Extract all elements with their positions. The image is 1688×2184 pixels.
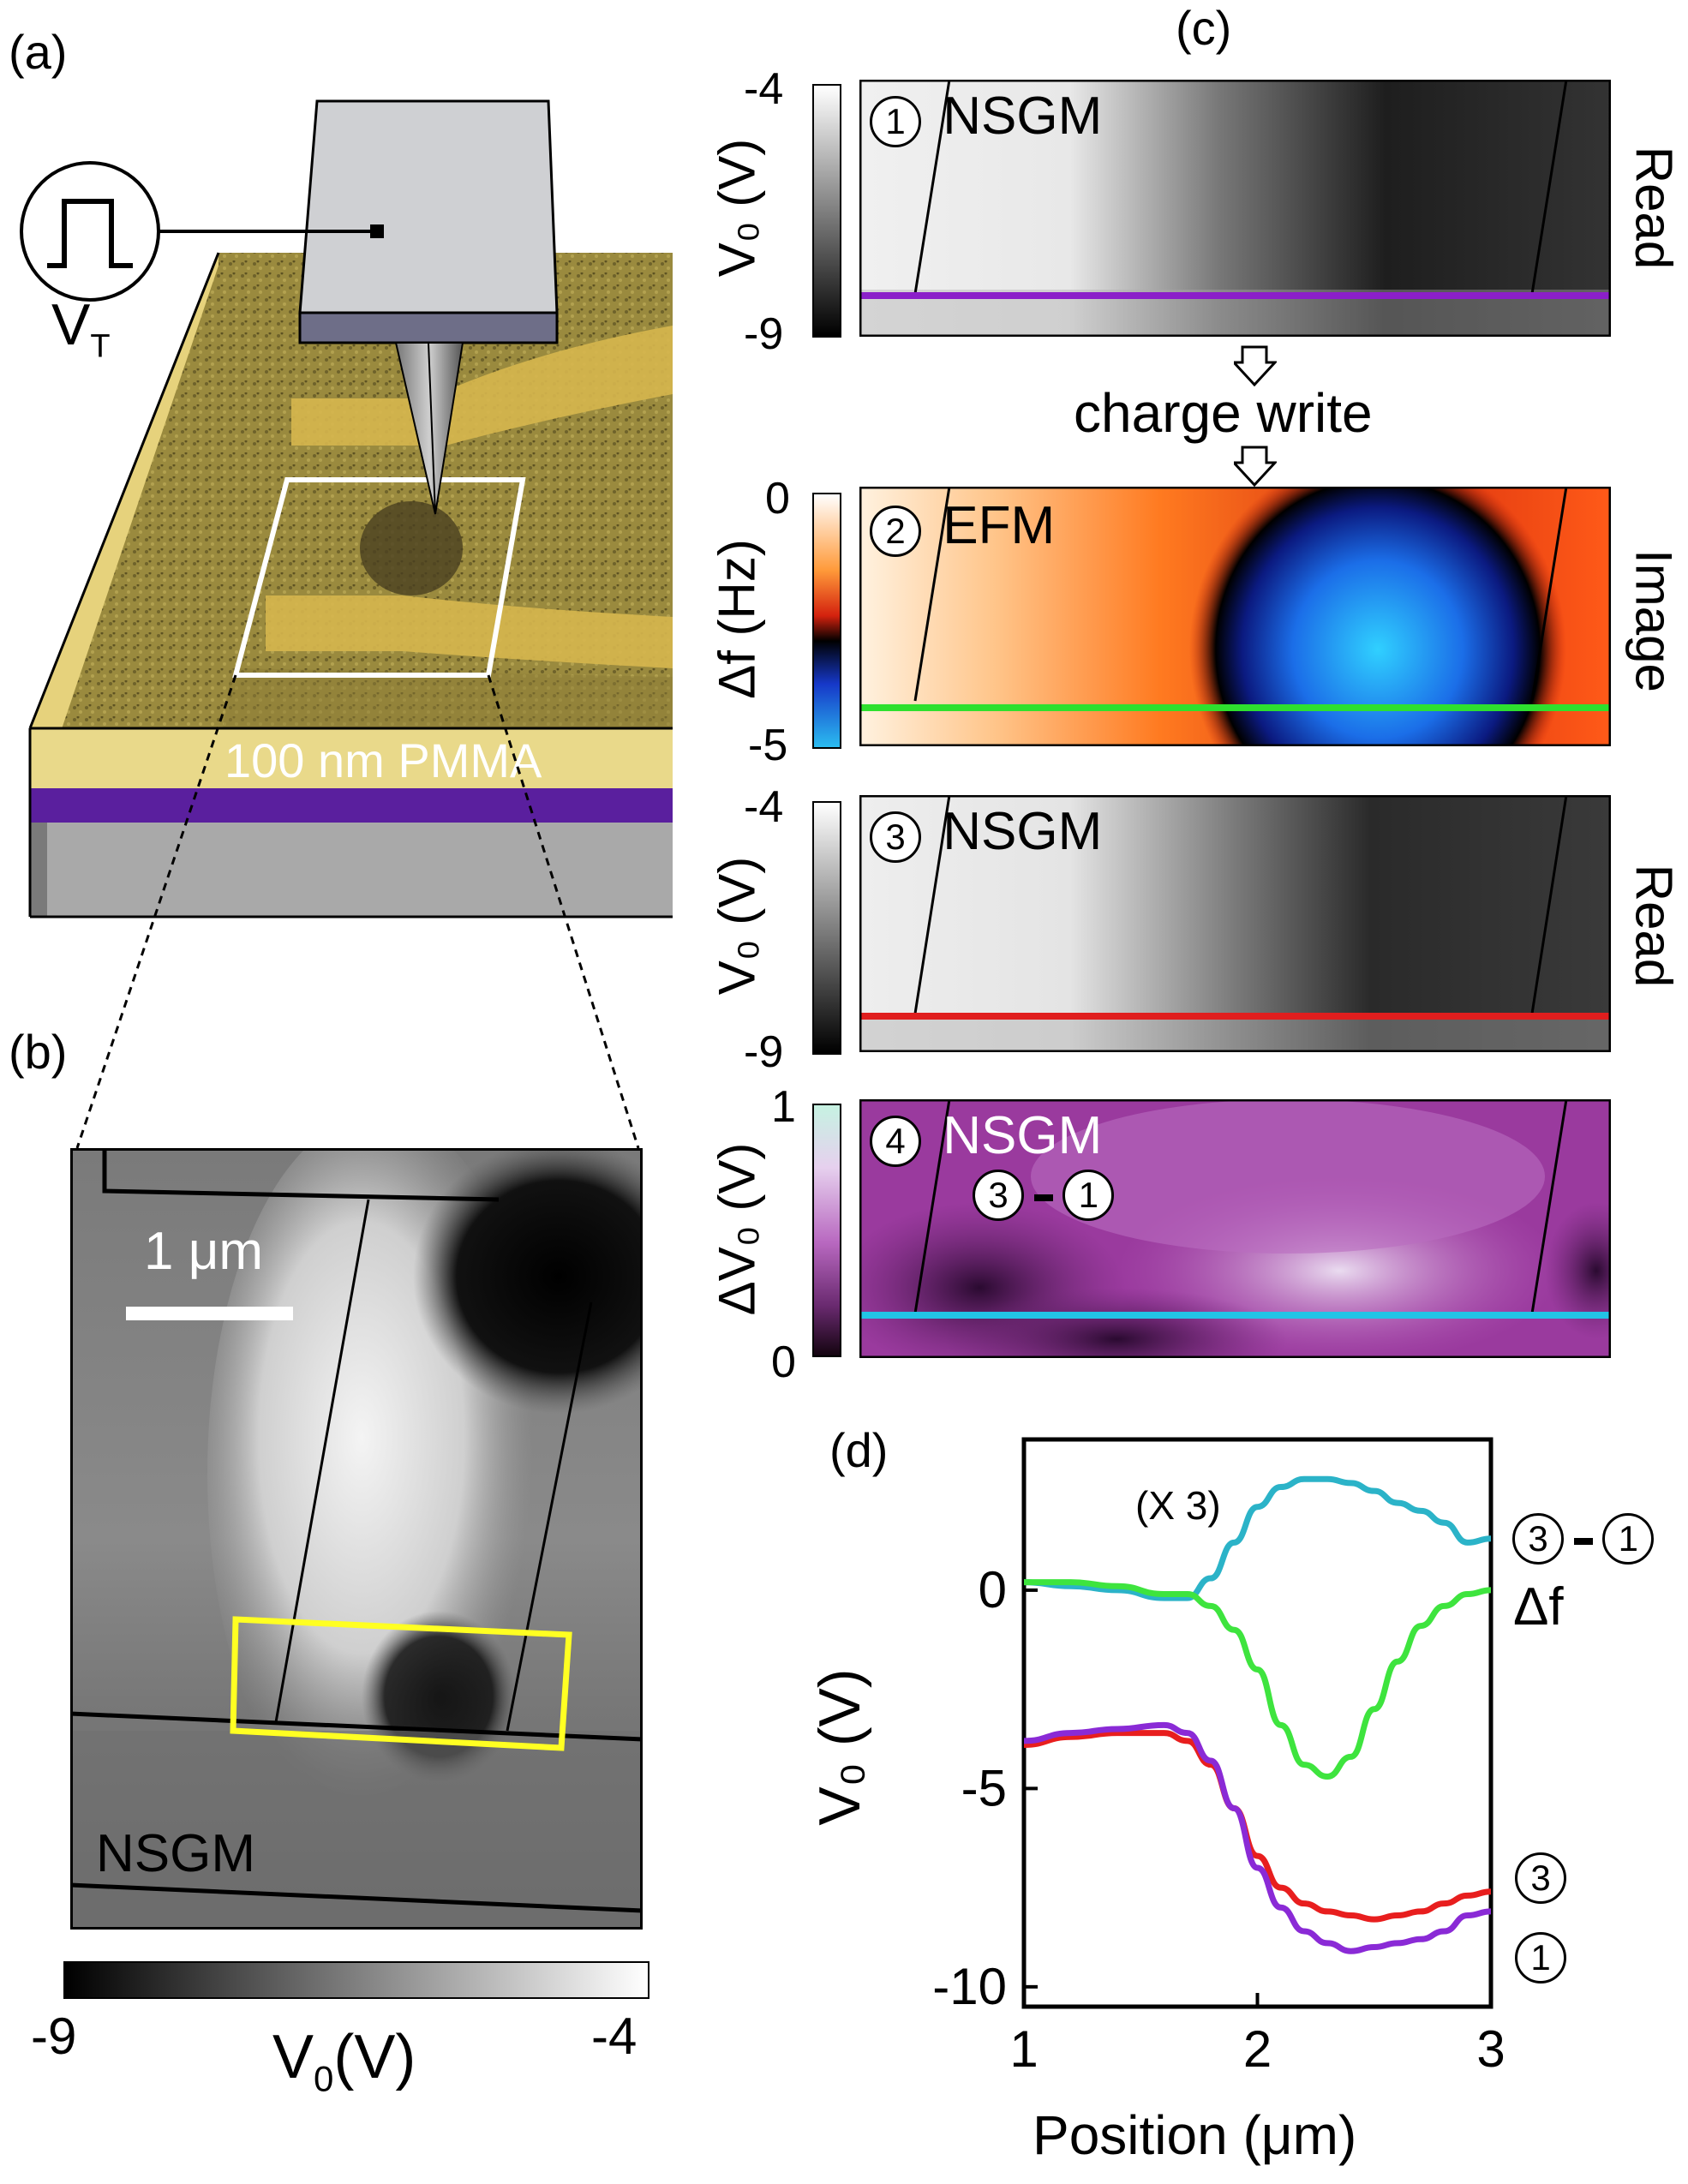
down-arrow-icon (1234, 345, 1277, 386)
colorbar-c2-top: 0 (765, 474, 790, 524)
y-tick-label: -10 (932, 1958, 1007, 2015)
nsgm-image-b (70, 1148, 643, 1930)
colorbar-c3 (812, 801, 841, 1055)
down-arrow-icon (1234, 446, 1277, 487)
series-label-1: 1 (1515, 1932, 1566, 1984)
chart-ylabel: V₀ (V) (807, 1668, 872, 1826)
chart-annotation: (X 3) (1135, 1483, 1221, 1528)
zoom-lines (75, 674, 640, 1149)
panel-label-a: (a) (9, 25, 68, 79)
colorbar-c1-top: -4 (744, 64, 784, 114)
charge-write-label: charge write (1074, 382, 1373, 444)
efm-image-c2 (859, 487, 1611, 746)
colorbar-c2 (812, 493, 841, 749)
colorbar-c4 (812, 1104, 841, 1357)
colorbar-b-label: V0(V) (272, 2023, 416, 2099)
colorbar-c4-bottom: 0 (771, 1337, 796, 1387)
colorbar-c2-bottom: -5 (748, 721, 788, 770)
series-label-diff: 3 1 (1512, 1513, 1655, 1565)
panel-label-c: (c) (1176, 1, 1232, 55)
c4-title: 4 NSGM (870, 1105, 1102, 1167)
nsgm-image-c1 (859, 80, 1611, 337)
c2-title: 2 EFM (870, 495, 1055, 557)
colorbar-c3-bottom: -9 (744, 1027, 784, 1077)
chart-xlabel: Position (μm) (1033, 2104, 1357, 2166)
scale-bar-label: 1 μm (144, 1222, 264, 1281)
series-label-3: 3 (1515, 1852, 1566, 1904)
nsgm-label-b: NSGM (96, 1824, 255, 1883)
plot-frame (1021, 1437, 1493, 2009)
c3-title: 3 NSGM (870, 801, 1102, 863)
panel-label-b: (b) (9, 1025, 68, 1079)
pmma-layer-label: 100 nm PMMA (224, 733, 542, 787)
colorbar-c4-top: 1 (771, 1082, 796, 1132)
colorbar-b-max: -4 (591, 2007, 637, 2065)
c1-title: 1 NSGM (870, 86, 1102, 147)
c4-difference-label: 3 1 (973, 1170, 1115, 1221)
colorbar-b (63, 1961, 649, 1999)
colorbar-c1-bottom: -9 (744, 309, 784, 359)
x-tick-label: 1 (1009, 2020, 1038, 2078)
pulse-voltage-label: VT (51, 292, 111, 365)
colorbar-c1 (812, 84, 841, 338)
series-line-2 (1023, 1730, 1492, 1923)
series-line-1 (1024, 1579, 1492, 1780)
nsgm-diff-image-c4 (859, 1099, 1611, 1358)
nsgm-image-c3 (859, 795, 1611, 1052)
series-label-df: Δf (1513, 1577, 1564, 1637)
series-line-0 (1023, 1475, 1492, 1601)
y-tick-label: -5 (961, 1759, 1007, 1816)
series-line-3 (1023, 1721, 1492, 1954)
panel-label-d: (d) (829, 1423, 889, 1477)
x-tick-label: 2 (1243, 2020, 1272, 2078)
x-tick-label: 3 (1476, 2020, 1505, 2078)
colorbar-c3-top: -4 (744, 782, 784, 832)
colorbar-b-min: -9 (31, 2007, 77, 2065)
y-tick-label: 0 (979, 1561, 1007, 1619)
